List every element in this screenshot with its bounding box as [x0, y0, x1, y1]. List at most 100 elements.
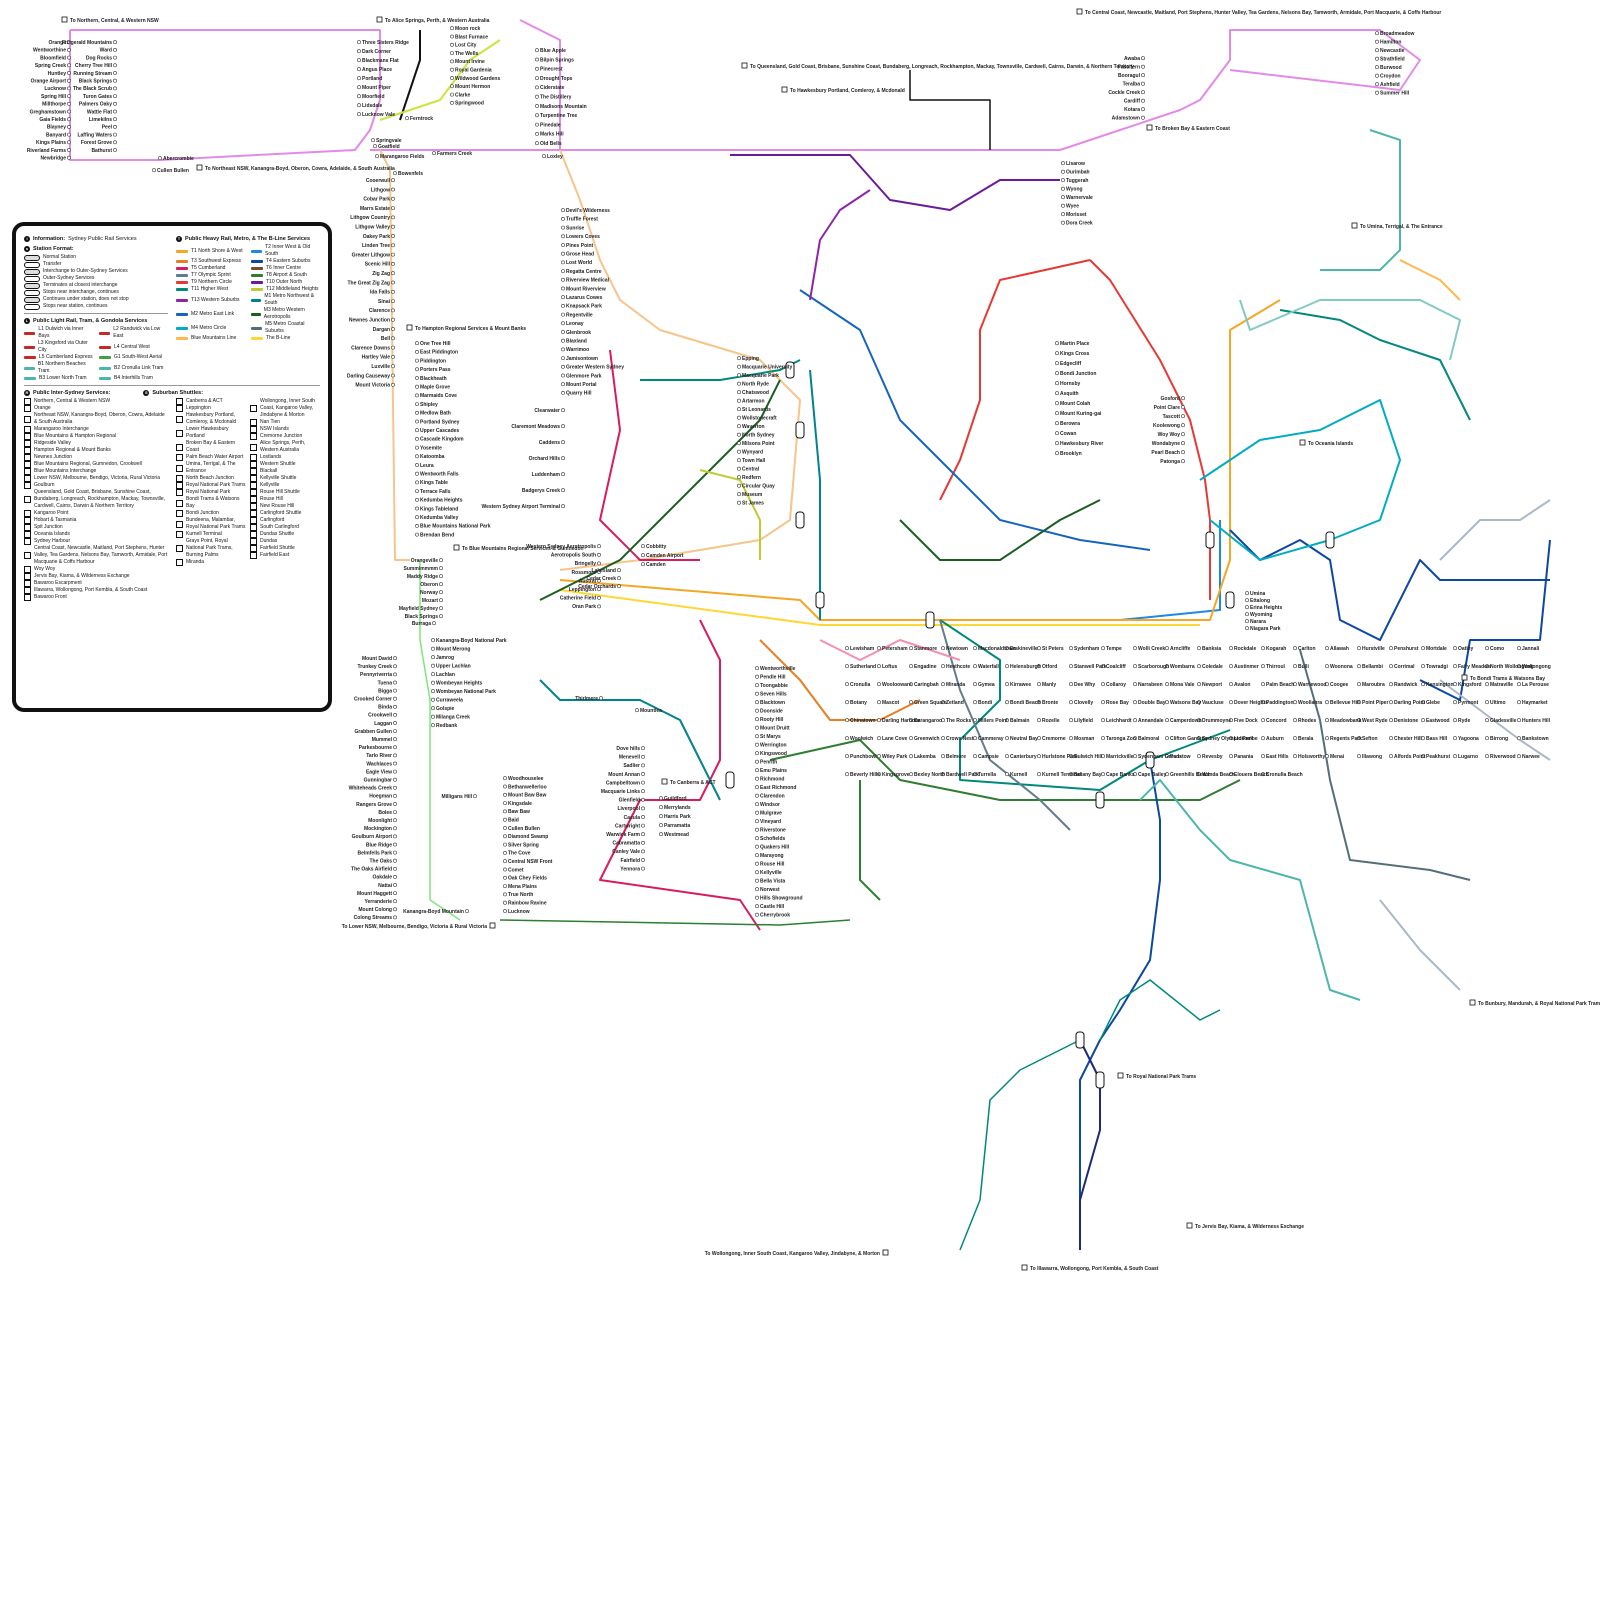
station-dot[interactable]	[1141, 98, 1145, 103]
station-dot[interactable]	[561, 472, 565, 477]
station-dot[interactable]	[973, 736, 977, 741]
station-dot[interactable]	[391, 271, 395, 276]
station-dot[interactable]	[391, 261, 395, 266]
station-dot[interactable]	[1197, 772, 1201, 777]
station-dot[interactable]	[503, 842, 507, 847]
station-dot[interactable]	[1101, 700, 1105, 705]
station-dot[interactable]	[431, 723, 435, 728]
station-dot[interactable]	[1101, 646, 1105, 651]
station-dot[interactable]	[503, 817, 507, 822]
station-dot[interactable]	[357, 112, 361, 117]
station-dot[interactable]	[1133, 700, 1137, 705]
station-dot[interactable]	[755, 751, 759, 756]
station-dot[interactable]	[1485, 664, 1489, 669]
station-dot[interactable]	[1245, 591, 1249, 596]
station-dot[interactable]	[755, 912, 759, 917]
station-dot[interactable]	[450, 84, 454, 89]
station-dot[interactable]	[755, 776, 759, 781]
station-dot[interactable]	[755, 708, 759, 713]
station-dot[interactable]	[415, 428, 419, 433]
station-dot[interactable]	[391, 187, 395, 192]
station-dot[interactable]	[909, 646, 913, 651]
station-dot[interactable]	[561, 303, 565, 308]
station-dot[interactable]	[113, 117, 117, 122]
station-dot[interactable]	[357, 85, 361, 90]
station-dot[interactable]	[439, 574, 443, 579]
station-dot[interactable]	[393, 704, 397, 709]
station-dot[interactable]	[1293, 646, 1297, 651]
station-dot[interactable]	[535, 94, 539, 99]
station-dot[interactable]	[393, 729, 397, 734]
station-dot[interactable]	[1229, 664, 1233, 669]
station-dot[interactable]	[737, 390, 741, 395]
station-dot[interactable]	[67, 132, 71, 137]
station-dot[interactable]	[909, 682, 913, 687]
station-dot[interactable]	[503, 776, 507, 781]
station-dot[interactable]	[1181, 450, 1185, 455]
station-dot[interactable]	[535, 85, 539, 90]
station-dot[interactable]	[1229, 682, 1233, 687]
station-dot[interactable]	[503, 875, 507, 880]
station-dot[interactable]	[561, 440, 565, 445]
station-dot[interactable]	[597, 604, 601, 609]
station-dot[interactable]	[1055, 391, 1059, 396]
station-dot[interactable]	[755, 861, 759, 866]
station-dot[interactable]	[1261, 754, 1265, 759]
station-dot[interactable]	[1069, 754, 1073, 759]
station-dot[interactable]	[535, 122, 539, 127]
station-dot[interactable]	[432, 151, 436, 156]
station-dot[interactable]	[845, 718, 849, 723]
station-dot[interactable]	[1485, 646, 1489, 651]
station-dot[interactable]	[641, 754, 645, 759]
station-dot[interactable]	[1055, 411, 1059, 416]
station-dot[interactable]	[1101, 772, 1105, 777]
station-dot[interactable]	[393, 891, 397, 896]
station-dot[interactable]	[641, 815, 645, 819]
station-dot[interactable]	[973, 700, 977, 705]
station-dot[interactable]	[391, 252, 395, 257]
station-dot[interactable]	[737, 483, 741, 488]
station-dot[interactable]	[755, 793, 759, 798]
station-dot[interactable]	[67, 125, 71, 129]
station-dot[interactable]	[431, 697, 435, 702]
station-dot[interactable]	[1325, 736, 1329, 741]
station-dot[interactable]	[1375, 48, 1379, 53]
station-dot[interactable]	[755, 887, 759, 892]
station-dot[interactable]	[393, 915, 397, 920]
station-dot[interactable]	[1375, 31, 1379, 36]
station-dot[interactable]	[561, 330, 565, 334]
station-dot[interactable]	[1357, 754, 1361, 759]
station-dot[interactable]	[1165, 754, 1169, 759]
station-dot[interactable]	[1261, 700, 1265, 705]
station-dot[interactable]	[1357, 700, 1361, 705]
station-dot[interactable]	[1375, 65, 1379, 70]
station-dot[interactable]	[1197, 718, 1201, 723]
station-dot[interactable]	[391, 299, 395, 304]
station-dot[interactable]	[503, 826, 507, 830]
station-dot[interactable]	[535, 76, 539, 81]
station-dot[interactable]	[1037, 736, 1041, 741]
station-dot[interactable]	[1005, 736, 1009, 741]
station-dot[interactable]	[877, 736, 881, 741]
station-dot[interactable]	[1055, 341, 1059, 346]
station-dot[interactable]	[393, 850, 397, 855]
station-dot[interactable]	[415, 349, 419, 354]
station-dot[interactable]	[737, 381, 741, 386]
station-dot[interactable]	[641, 832, 645, 837]
station-dot[interactable]	[503, 909, 507, 913]
interchange-station[interactable]	[1205, 531, 1215, 549]
station-dot[interactable]	[1037, 646, 1041, 651]
station-dot[interactable]	[1261, 736, 1265, 741]
station-dot[interactable]	[1325, 700, 1329, 705]
station-dot[interactable]	[357, 49, 361, 54]
station-dot[interactable]	[909, 754, 913, 759]
station-dot[interactable]	[1197, 682, 1201, 687]
station-dot[interactable]	[737, 424, 741, 429]
station-dot[interactable]	[1197, 754, 1201, 759]
station-dot[interactable]	[391, 308, 395, 313]
interchange-station[interactable]	[1095, 1071, 1105, 1089]
station-dot[interactable]	[415, 489, 419, 494]
station-dot[interactable]	[357, 103, 361, 108]
station-dot[interactable]	[561, 424, 565, 429]
station-dot[interactable]	[1325, 664, 1329, 669]
